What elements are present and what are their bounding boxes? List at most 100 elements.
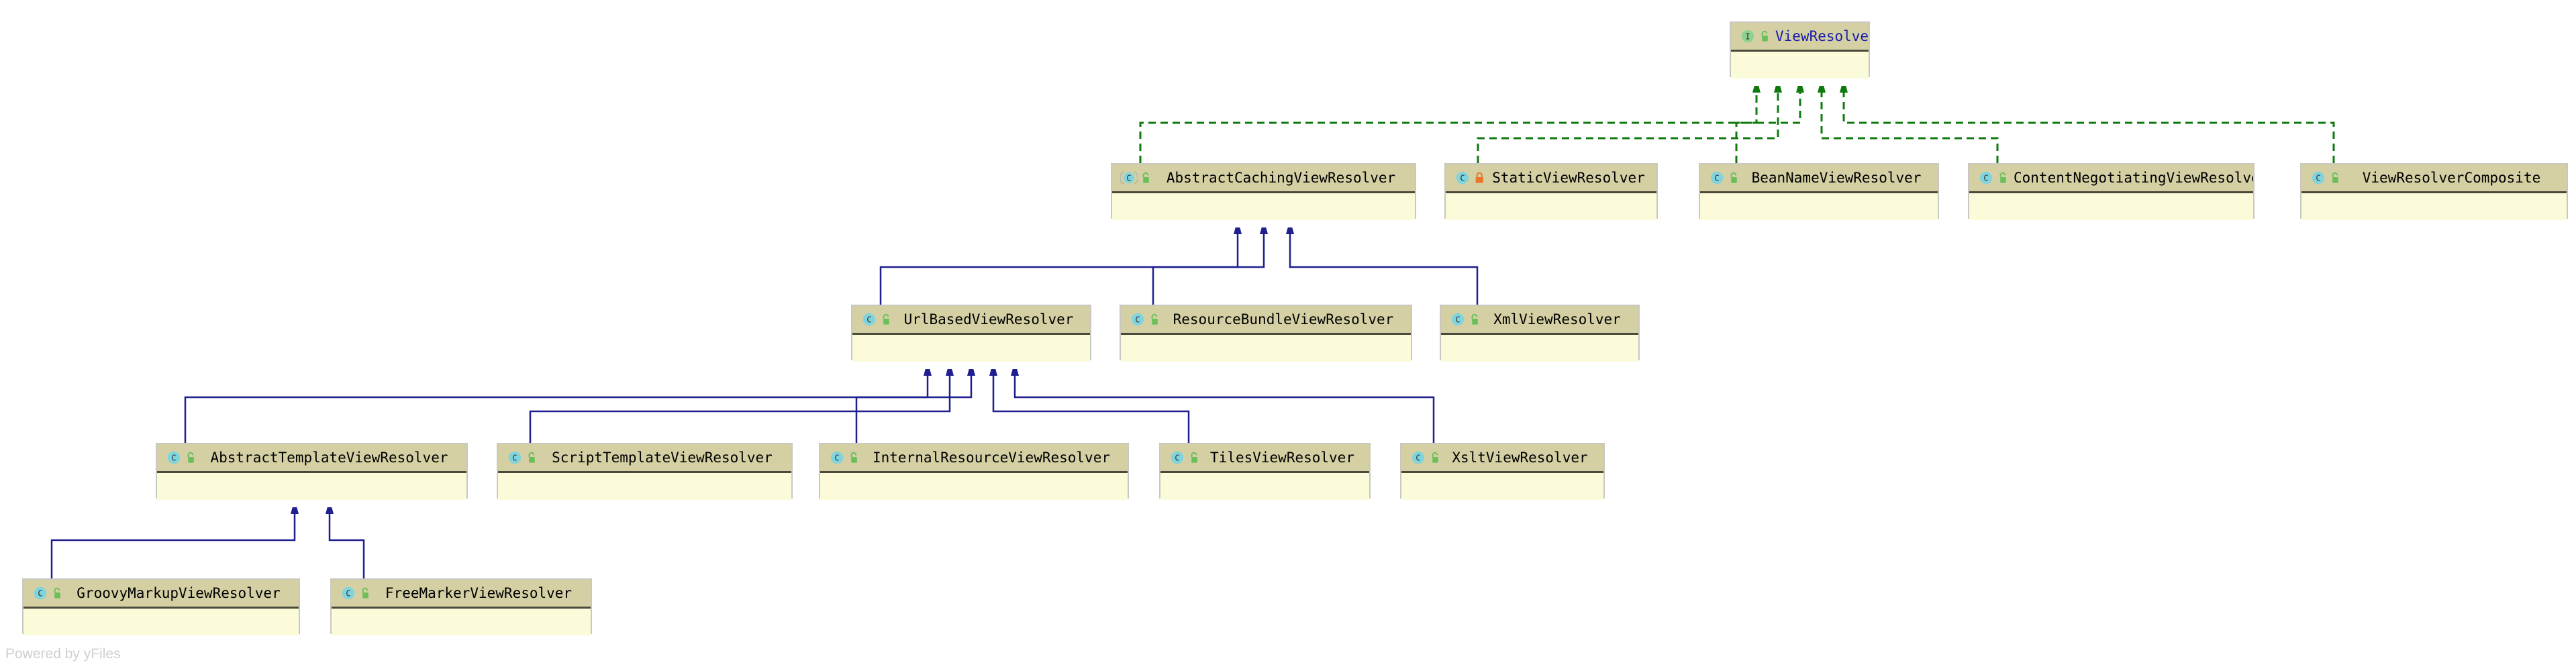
svg-text:C: C <box>834 454 839 463</box>
edge-inheritance-GroovyMarkupViewResolver-to-AbstractTemplateViewResolver <box>50 513 295 578</box>
edge-realization-ContentNegotiatingViewResolver-to-ViewResolver <box>1822 92 1999 163</box>
unlocked-green-icon <box>1730 172 1737 183</box>
uml-node-label: AbstractCachingViewResolver <box>1166 170 1396 186</box>
uml-node-members <box>852 335 1090 362</box>
unlocked-green-icon <box>1191 452 1197 463</box>
class-icon: C <box>2312 171 2325 185</box>
uml-node-label: ScriptTemplateViewResolver <box>552 450 773 466</box>
edge-inheritance-InternalResourceViewResolver-to-UrlBasedViewResolver <box>855 375 971 443</box>
edge-inheritance-UrlBasedViewResolver-to-AbstractCachingViewResolver <box>879 234 1238 305</box>
uml-node-label: StaticViewResolver <box>1492 170 1645 186</box>
svg-text:I: I <box>1745 32 1750 42</box>
uml-node-AbstractTemplateViewResolver[interactable]: C AbstractTemplateViewResolver <box>156 443 468 500</box>
uml-node-header: C StaticViewResolver <box>1446 164 1656 193</box>
uml-node-BeanNameViewResolver[interactable]: C BeanNameViewResolver <box>1699 163 1939 220</box>
uml-node-members <box>332 609 591 635</box>
uml-node-label: XsltViewResolver <box>1452 450 1588 466</box>
uml-node-XsltViewResolver[interactable]: C XsltViewResolver <box>1400 443 1605 500</box>
uml-node-header: C BeanNameViewResolver <box>1700 164 1938 193</box>
edge-inheritance-AbstractTemplateViewResolver-to-UrlBasedViewResolver <box>184 375 928 443</box>
class-icon: C <box>1411 451 1425 464</box>
class-icon: C <box>342 586 355 600</box>
svg-text:C: C <box>866 315 871 325</box>
unlocked-green-icon <box>187 452 194 463</box>
unlocked-green-icon <box>54 587 60 599</box>
uml-node-StaticViewResolver[interactable]: C StaticViewResolver <box>1444 163 1658 220</box>
uml-node-XmlViewResolver[interactable]: C XmlViewResolver <box>1440 305 1640 362</box>
uml-node-label: XmlViewResolver <box>1493 311 1621 327</box>
uml-node-header: C XmlViewResolver <box>1441 306 1638 335</box>
edge-realization-BeanNameViewResolver-to-ViewResolver <box>1735 92 1800 163</box>
svg-text:C: C <box>1455 315 1460 325</box>
uml-node-header: C XsltViewResolver <box>1401 444 1603 473</box>
uml-node-members <box>157 473 466 500</box>
uml-node-label: AbstractTemplateViewResolver <box>210 450 448 466</box>
edge-realization-ViewResolverComposite-to-ViewResolver <box>1844 92 2335 163</box>
svg-text:C: C <box>512 454 517 463</box>
class-icon: C <box>1451 313 1465 326</box>
unlocked-green-icon <box>1471 313 1478 325</box>
uml-node-members <box>1731 52 1869 79</box>
uml-node-label: GroovyMarkupViewResolver <box>77 585 281 601</box>
uml-node-ScriptTemplateViewResolver[interactable]: C ScriptTemplateViewResolver <box>497 443 793 500</box>
uml-node-members <box>23 609 299 635</box>
uml-node-header: C ScriptTemplateViewResolver <box>498 444 791 473</box>
class-icon: C <box>508 451 522 464</box>
interface-icon: I <box>1741 30 1754 43</box>
edge-inheritance-XmlViewResolver-to-AbstractCachingViewResolver <box>1290 234 1479 305</box>
uml-node-label: ResourceBundleViewResolver <box>1173 311 1394 327</box>
uml-node-members <box>1160 473 1369 500</box>
uml-node-members <box>1446 193 1656 220</box>
svg-text:C: C <box>1460 174 1465 183</box>
unlocked-green-icon <box>528 452 535 463</box>
uml-node-label: UrlBasedViewResolver <box>903 311 1074 327</box>
uml-node-label: ContentNegotiatingViewResolver <box>2014 170 2253 186</box>
uml-node-UrlBasedViewResolver[interactable]: C UrlBasedViewResolver <box>851 305 1091 362</box>
edge-realization-StaticViewResolver-to-ViewResolver <box>1477 92 1778 163</box>
unlocked-green-icon <box>2332 172 2338 183</box>
class-icon: C <box>1171 451 1184 464</box>
svg-text:C: C <box>1175 454 1179 463</box>
class-icon: C <box>1710 171 1724 185</box>
yfiles-watermark: Powered by yFiles <box>5 646 121 662</box>
edge-inheritance-FreeMarkerViewResolver-to-AbstractTemplateViewResolver <box>330 513 365 578</box>
uml-node-label: TilesViewResolver <box>1210 450 1354 466</box>
uml-node-members <box>1700 193 1938 220</box>
unlocked-green-icon <box>850 452 857 463</box>
uml-node-label: BeanNameViewResolver <box>1751 170 1922 186</box>
uml-node-label: FreeMarkerViewResolver <box>385 585 573 601</box>
unlocked-green-icon <box>883 313 889 325</box>
unlocked-green-icon <box>362 587 368 599</box>
uml-node-members <box>1121 335 1411 362</box>
uml-node-ViewResolverComposite[interactable]: C ViewResolverComposite <box>2300 163 2568 220</box>
svg-text:C: C <box>2316 174 2320 183</box>
uml-node-TilesViewResolver[interactable]: C TilesViewResolver <box>1159 443 1371 500</box>
uml-node-header: C FreeMarkerViewResolver <box>332 580 591 609</box>
class-icon: C <box>167 451 181 464</box>
uml-node-label: ViewResolverComposite <box>2362 170 2541 186</box>
uml-node-members <box>820 473 1128 500</box>
uml-node-header: C TilesViewResolver <box>1160 444 1369 473</box>
edge-inheritance-ResourceBundleViewResolver-to-AbstractCachingViewResolver <box>1152 234 1264 305</box>
class-icon: C <box>830 451 844 464</box>
svg-text:C: C <box>346 589 350 599</box>
uml-node-header: C AbstractTemplateViewResolver <box>157 444 466 473</box>
edge-inheritance-TilesViewResolver-to-UrlBasedViewResolver <box>993 375 1190 443</box>
unlocked-green-icon <box>1999 172 2006 183</box>
uml-node-FreeMarkerViewResolver[interactable]: C FreeMarkerViewResolver <box>330 578 592 635</box>
uml-node-members <box>1969 193 2253 220</box>
uml-node-members <box>2301 193 2567 220</box>
unlocked-green-icon <box>1151 313 1158 325</box>
